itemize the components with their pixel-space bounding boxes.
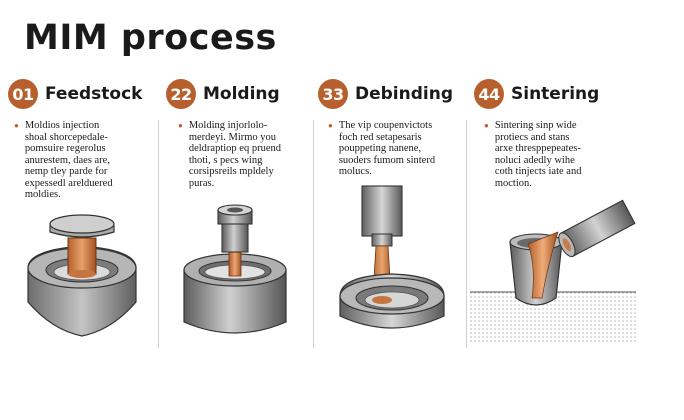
- bullet-icon: ●: [484, 121, 489, 130]
- step-header: 44 Sintering: [474, 78, 599, 110]
- feedstock-mold-illustration: [27, 214, 137, 337]
- debinding-illustration: [339, 185, 445, 329]
- bullet-icon: ●: [178, 121, 183, 130]
- molding-machine-illustration: [183, 204, 287, 334]
- step-title: Sintering: [511, 84, 600, 104]
- bullet-icon: ●: [328, 121, 333, 130]
- sintering-furnace-illustration: [470, 199, 636, 344]
- column-divider: [158, 120, 159, 348]
- step-description: ● Molding injorlolo- merdeyi. Mirmo you …: [178, 120, 281, 189]
- step-debinding: 33 Debinding ● The vip coupenvictots foc…: [318, 78, 468, 368]
- step-header: 22 Molding: [166, 78, 280, 110]
- column-divider: [466, 120, 467, 348]
- column-divider: [313, 120, 314, 348]
- step-title: Feedstock: [45, 84, 143, 104]
- step-number-badge: 44: [474, 79, 504, 109]
- step-number-badge: 01: [8, 79, 38, 109]
- step-description: ● The vip coupenvictots foch red setapes…: [328, 120, 436, 177]
- step-sintering: 44 Sintering ● Sintering sinp wide proti…: [474, 78, 674, 368]
- step-title: Molding: [203, 84, 280, 104]
- step-description: ● Sintering sinp wide protiecs and stans…: [484, 120, 582, 189]
- bullet-icon: ●: [14, 121, 19, 130]
- step-feedstock: 01 Feedstock ● Moldios injection shoal s…: [8, 78, 158, 368]
- step-molding: 22 Molding ● Molding injorlolo- merdeyi.…: [166, 78, 316, 368]
- step-header: 01 Feedstock: [8, 78, 142, 110]
- step-number-badge: 22: [166, 79, 196, 109]
- step-description: ● Moldios injection shoal shorcepedale- …: [14, 120, 113, 200]
- step-header: 33 Debinding: [318, 78, 453, 110]
- page-title: MIM process: [24, 18, 277, 58]
- step-title: Debinding: [355, 84, 454, 104]
- step-number-badge: 33: [318, 79, 348, 109]
- process-steps: 01 Feedstock ● Moldios injection shoal s…: [0, 78, 684, 368]
